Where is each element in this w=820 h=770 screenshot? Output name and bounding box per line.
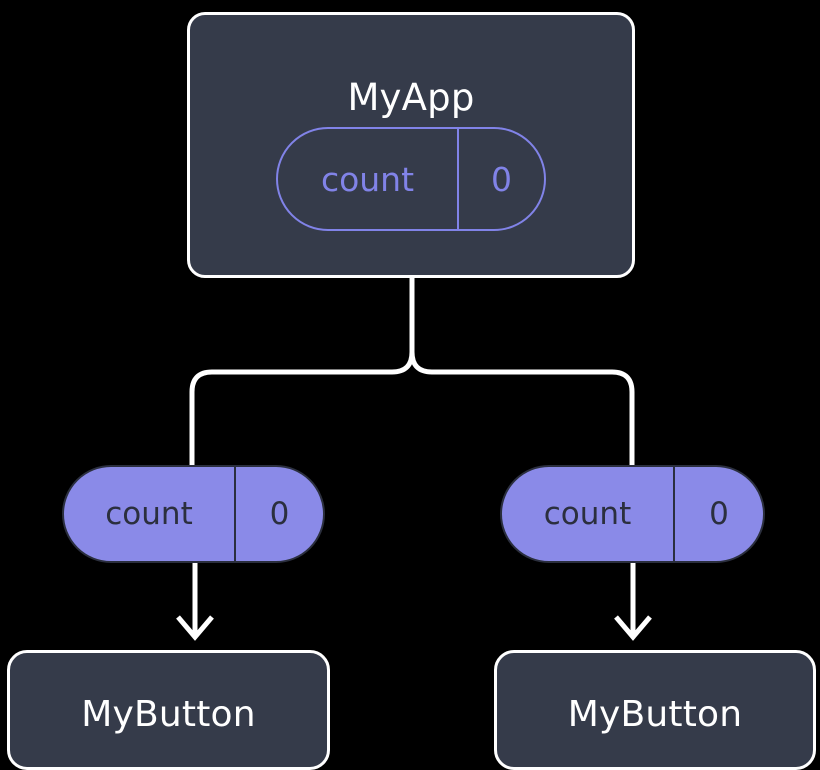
state-pill-child-right-key: count	[502, 467, 675, 561]
state-pill-myapp-value: 0	[491, 159, 512, 199]
node-mybutton-right-label: MyButton	[567, 694, 743, 735]
state-pill-child-right-value: 0	[709, 496, 729, 532]
branch-connector-left	[189, 351, 415, 470]
state-pill-child-left-key: count	[64, 467, 236, 561]
state-pill-child-left[interactable]: count 0	[62, 465, 325, 563]
node-myapp-label: MyApp	[347, 76, 475, 119]
branch-connector-right	[409, 351, 635, 470]
state-pill-myapp-key: count	[278, 129, 459, 229]
node-mybutton-left[interactable]: MyButton	[7, 650, 330, 770]
state-pill-child-right[interactable]: count 0	[500, 465, 765, 563]
arrow-head-left	[176, 615, 214, 641]
node-mybutton-right[interactable]: MyButton	[494, 650, 816, 770]
state-pill-child-left-value: 0	[269, 496, 290, 532]
state-pill-myapp[interactable]: count 0	[276, 127, 546, 231]
node-mybutton-left-label: MyButton	[81, 694, 256, 735]
arrow-head-right	[614, 615, 652, 641]
